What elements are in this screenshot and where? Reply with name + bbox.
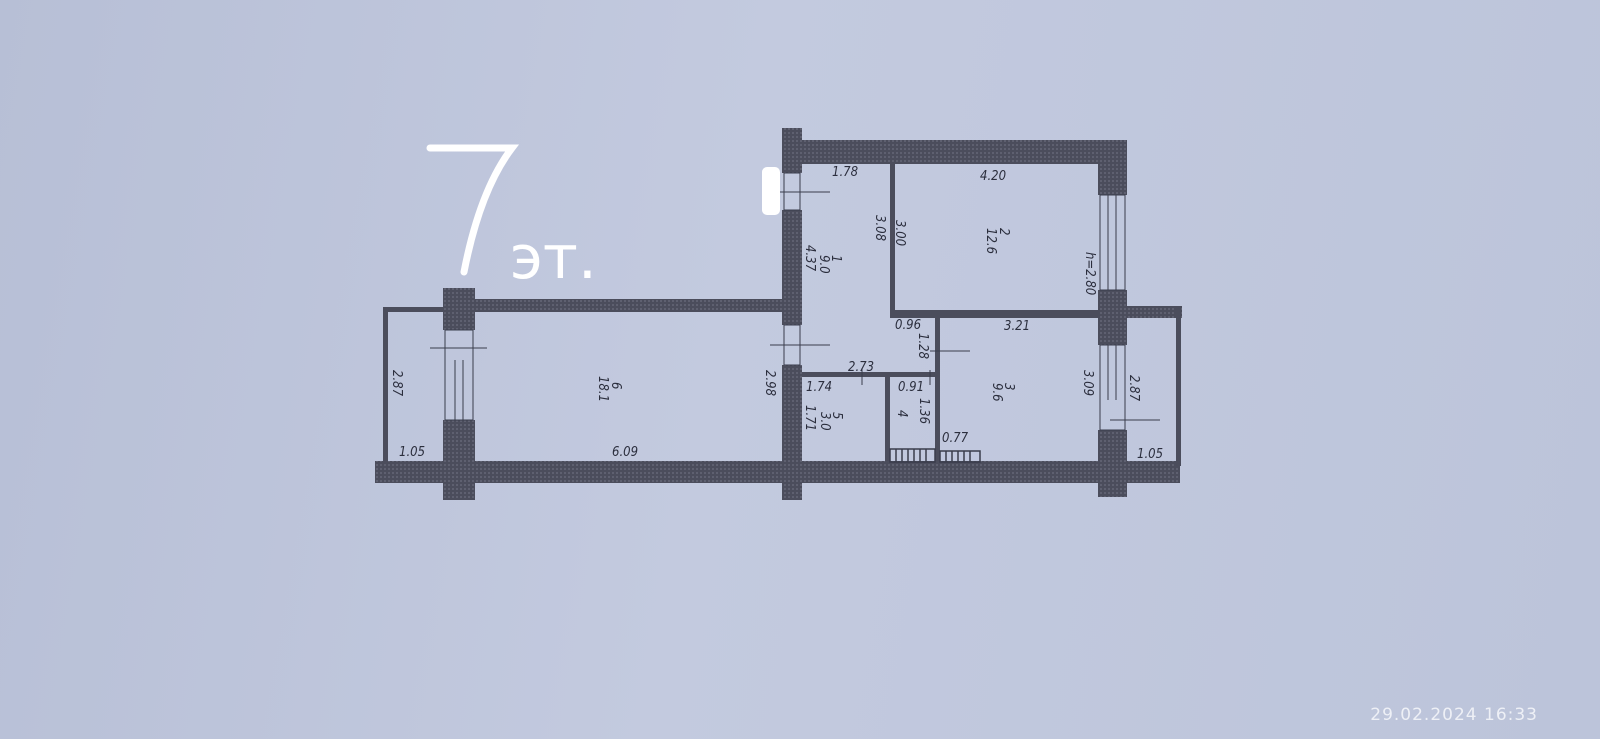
room-1-area: 9.0 [816,255,831,274]
balcony-right-width: 1.05 [1137,447,1163,462]
partitions [383,163,1181,466]
room-6-area: 18.1 [595,376,610,402]
balcony-right-length: 2.87 [1126,375,1141,402]
room-6-number: 6 [608,382,623,389]
room-3-length: 3.09 [1080,370,1095,396]
hall-inner-dim: 3.08 [872,215,887,241]
room-4-number: 4 [894,410,909,417]
room-4-length: 1.36 [916,398,931,424]
room-2-height: h=2.80 [1082,252,1097,295]
duct-dim: 0.77 [942,431,969,446]
room-6-length: 2.98 [762,370,777,396]
room-2-label: 212.6 [983,228,1011,254]
room-5-area: 3.0 [817,412,832,431]
room-1-number: 1 [828,255,843,262]
photo-timestamp: 29.02.2024 16:33 [1370,705,1538,725]
room-1-label: 19.0 [816,255,843,274]
room-5-length: 1.71 [802,405,817,431]
room-4-width: 0.91 [898,380,924,395]
room-5-label: 53.0 [817,412,844,431]
room-3-number: 3 [1001,383,1016,390]
room-6-label: 618.1 [595,376,623,402]
room-6-width: 6.09 [612,445,638,460]
room-2-length: 3.00 [892,220,907,246]
room-1-width: 1.78 [832,165,858,180]
room-3-width: 3.21 [1004,319,1030,334]
walls [375,128,1182,500]
windows [430,172,1160,431]
room-2-area: 12.6 [983,228,998,254]
room-5-number: 5 [829,412,844,419]
ducts [889,448,981,463]
room-5-width: 1.74 [806,380,832,395]
room-2-width: 4.20 [980,169,1006,184]
room-1-length: 4.37 [802,245,817,272]
room-3-label: 39.6 [989,383,1016,402]
corridor-length: 1.28 [915,333,930,359]
balcony-left-length: 2.87 [389,370,404,397]
redaction-mark [762,167,780,215]
corridor-width: 0.96 [895,318,921,333]
room-2-number: 2 [996,228,1011,235]
handwritten-floor-note: эт. [426,144,780,293]
room-3-area: 9.6 [989,383,1004,402]
floor-suffix: эт. [510,223,597,293]
corridor-bottom-dim: 2.73 [848,360,874,375]
balcony-left-width: 1.05 [399,445,425,460]
